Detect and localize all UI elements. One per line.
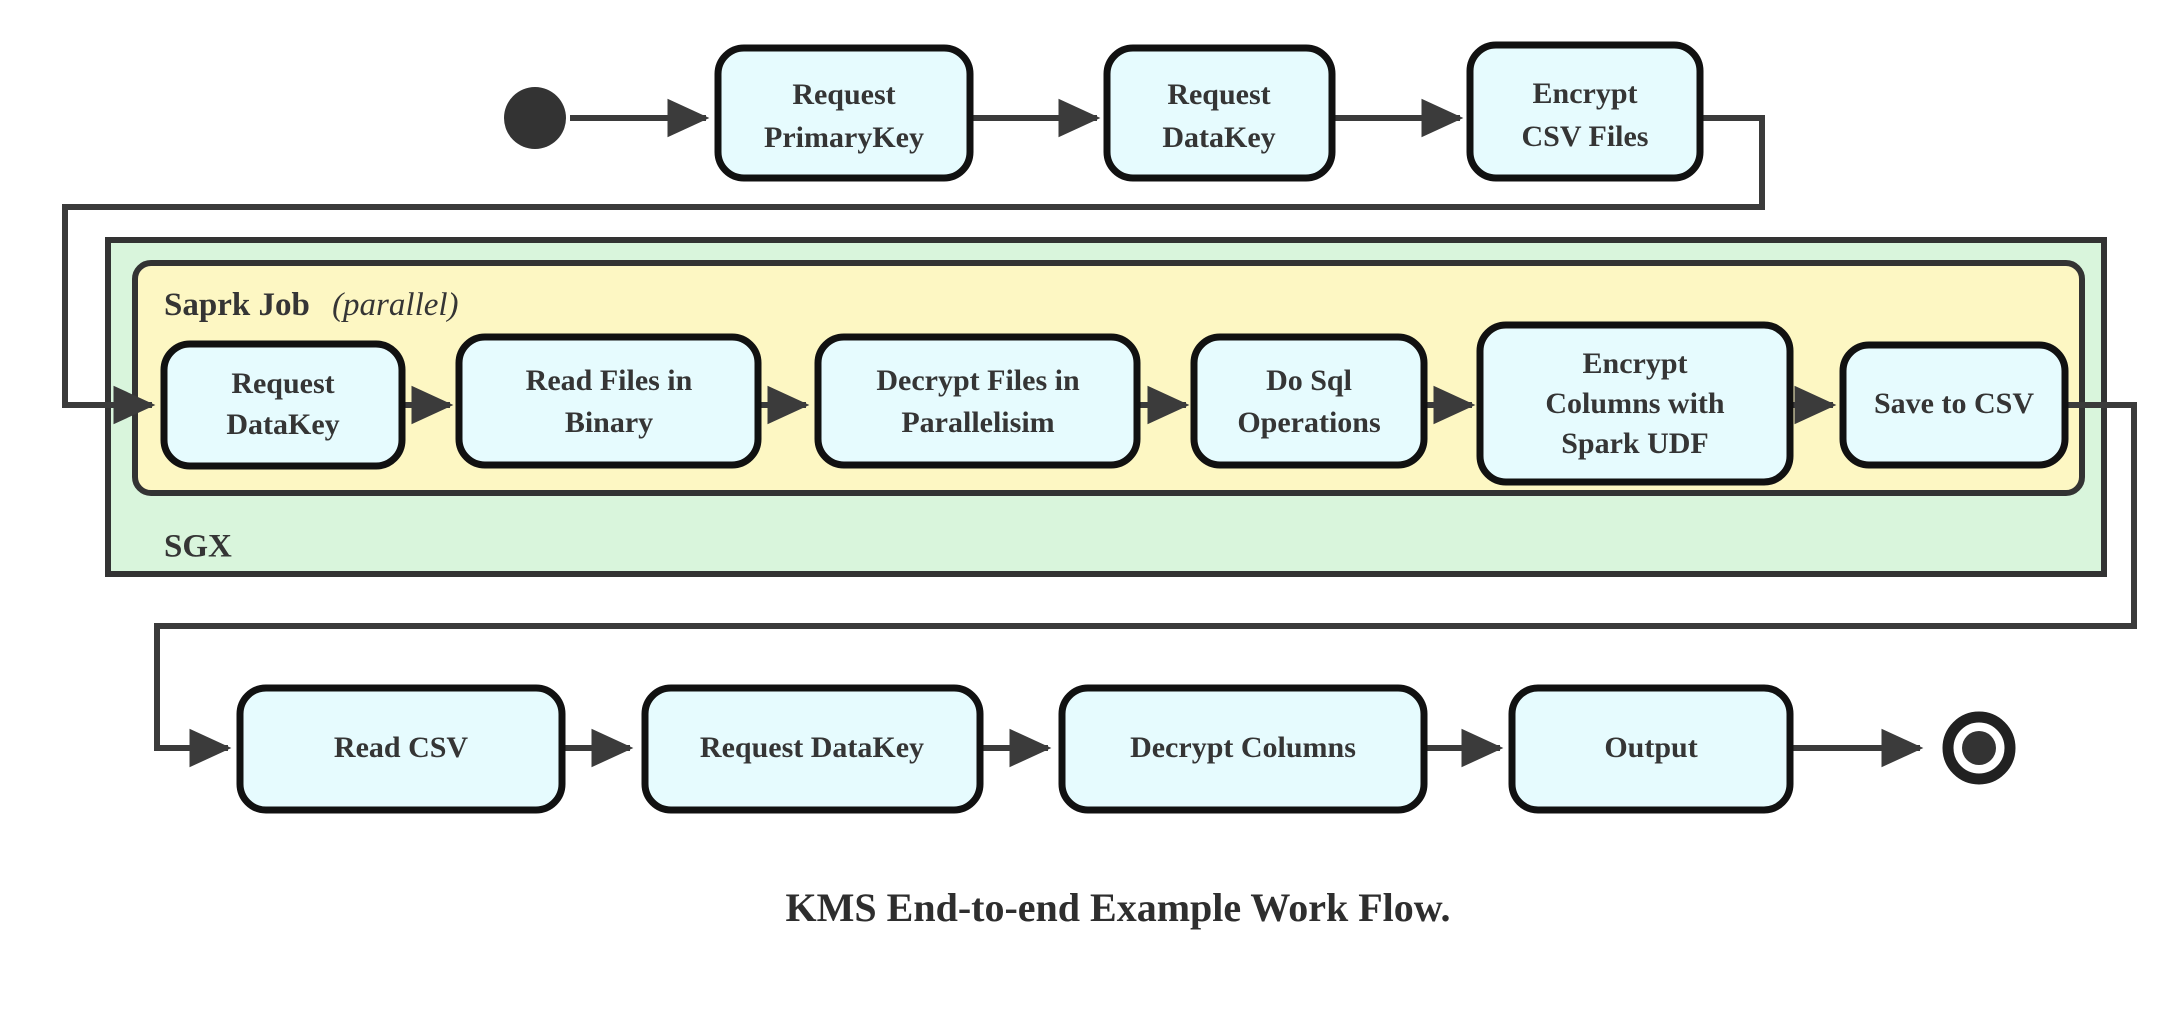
edge-encrypt-csv-to-spark-datakey bbox=[62, 115, 1765, 425]
node-decrypt-files-in-parallelisim-line-1: Decrypt Files in bbox=[876, 364, 1080, 397]
node-decrypt-files-in-parallelisim[interactable]: Decrypt Files in Parallelisim bbox=[814, 333, 1141, 469]
node-do-sql-operations-shape[interactable] bbox=[1190, 333, 1428, 469]
node-read-files-in-binary-shape[interactable] bbox=[455, 333, 762, 469]
node-output[interactable]: Output bbox=[1508, 684, 1794, 814]
node-output-label: Output bbox=[1604, 731, 1697, 764]
diagram-caption: KMS End-to-end Example Work Flow. bbox=[786, 885, 1451, 930]
spark-job-label: Saprk Job (parallel) bbox=[164, 287, 459, 323]
node-do-sql-operations-line-2: Operations bbox=[1237, 406, 1380, 439]
edge-save-csv-to-read-csv bbox=[154, 402, 2137, 768]
end-node bbox=[1942, 711, 2016, 785]
node-decrypt-columns-label: Decrypt Columns bbox=[1130, 731, 1356, 764]
node-request-primarykey-line-1: Request bbox=[792, 78, 895, 111]
node-encrypt-csv-files[interactable]: Encrypt CSV Files bbox=[1466, 41, 1704, 182]
node-encrypt-columns-with-spark-udf-line-2: Columns with bbox=[1545, 387, 1725, 420]
node-encrypt-csv-files-line-2: CSV Files bbox=[1522, 120, 1649, 153]
node-request-datakey-top-shape[interactable] bbox=[1103, 44, 1336, 182]
sgx-label: SGX bbox=[164, 529, 232, 565]
node-encrypt-csv-files-line-1: Encrypt bbox=[1533, 77, 1638, 110]
node-request-datakey-spark-line-1: Request bbox=[231, 367, 334, 400]
node-read-files-in-binary[interactable]: Read Files in Binary bbox=[455, 333, 762, 469]
node-save-to-csv-shape[interactable] bbox=[1839, 341, 2069, 469]
node-request-primarykey-line-2: PrimaryKey bbox=[764, 121, 924, 154]
node-encrypt-csv-files-shape[interactable] bbox=[1466, 41, 1704, 182]
node-request-datakey-bottom[interactable]: Request DataKey bbox=[641, 684, 984, 814]
end-node-ring bbox=[1942, 711, 2016, 785]
node-do-sql-operations-line-1: Do Sql bbox=[1266, 364, 1352, 397]
node-save-to-csv[interactable]: Save to CSV bbox=[1839, 341, 2069, 469]
node-request-primarykey[interactable]: Request PrimaryKey bbox=[714, 44, 974, 182]
node-output-shape[interactable] bbox=[1508, 684, 1794, 814]
node-read-csv[interactable]: Read CSV bbox=[236, 684, 566, 814]
node-request-datakey-spark-shape[interactable] bbox=[160, 340, 406, 470]
node-decrypt-files-in-parallelisim-line-2: Parallelisim bbox=[901, 406, 1054, 439]
node-decrypt-files-in-parallelisim-shape[interactable] bbox=[814, 333, 1141, 469]
node-read-csv-label: Read CSV bbox=[334, 731, 469, 764]
node-read-csv-shape[interactable] bbox=[236, 684, 566, 814]
node-read-files-in-binary-line-2: Binary bbox=[565, 406, 653, 439]
node-encrypt-columns-with-spark-udf-shape[interactable] bbox=[1476, 321, 1794, 486]
node-do-sql-operations[interactable]: Do Sql Operations bbox=[1190, 333, 1428, 469]
node-decrypt-columns[interactable]: Decrypt Columns bbox=[1058, 684, 1428, 814]
node-request-datakey-top-line-1: Request bbox=[1167, 78, 1270, 111]
node-read-files-in-binary-line-1: Read Files in bbox=[526, 364, 693, 397]
node-request-datakey-bottom-shape[interactable] bbox=[641, 684, 984, 814]
node-request-datakey-top[interactable]: Request DataKey bbox=[1103, 44, 1336, 182]
node-decrypt-columns-shape[interactable] bbox=[1058, 684, 1428, 814]
node-request-primarykey-shape[interactable] bbox=[714, 44, 974, 182]
node-save-to-csv-label: Save to CSV bbox=[1874, 387, 2034, 420]
node-request-datakey-spark-line-2: DataKey bbox=[226, 408, 339, 441]
node-encrypt-columns-with-spark-udf-line-1: Encrypt bbox=[1583, 347, 1688, 380]
start-node bbox=[504, 87, 566, 149]
node-encrypt-columns-with-spark-udf-line-3: Spark UDF bbox=[1561, 427, 1709, 460]
node-request-datakey-bottom-label: Request DataKey bbox=[700, 731, 924, 764]
end-node-dot bbox=[1962, 731, 1996, 765]
node-request-datakey-spark[interactable]: Request DataKey bbox=[160, 340, 406, 470]
spark-job-label-italic: (parallel) bbox=[332, 287, 458, 323]
node-encrypt-columns-with-spark-udf[interactable]: Encrypt Columns with Spark UDF bbox=[1476, 321, 1794, 486]
spark-job-label-bold: Saprk Job bbox=[164, 287, 310, 323]
node-request-datakey-top-line-2: DataKey bbox=[1162, 121, 1275, 154]
